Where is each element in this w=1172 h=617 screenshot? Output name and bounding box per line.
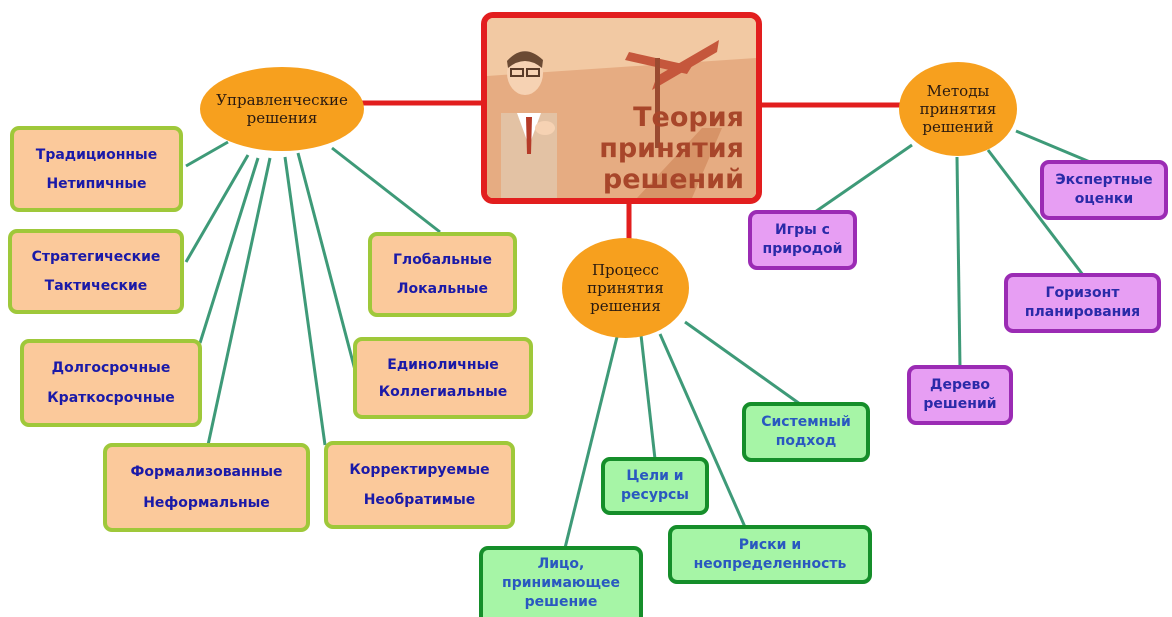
pair-top-label: Формализованные [130,464,283,481]
process-label: Цели и ресурсы [621,468,689,503]
pair-top-label: Глобальные [393,252,492,269]
pair-bottom-label: Неформальные [143,494,270,511]
process-decision-maker: Лицо, принимающее решение [479,546,643,617]
connector-tree [955,156,962,369]
process-risks-uncertainty: Риски и неопределенность [668,525,872,584]
connector-traditional [185,140,229,168]
process-label: Системный подход [761,414,851,449]
hub-management-label: Управленческие решения [216,91,348,127]
hub-management-decisions: Управленческие решения [200,67,364,151]
connector-strategic [184,154,250,263]
hub-decision-methods: Методы принятия решений [899,62,1017,156]
hub-methods-label: Методы принятия решений [919,82,997,136]
method-planning-horizon: Горизонт планирования [1004,273,1161,333]
connector-person [563,336,619,549]
central-topic-title: Теория принятия решений [599,102,744,195]
connector-formalized [206,157,272,446]
method-label: Горизонт планирования [1024,285,1141,320]
pair-bottom-label: Необратимые [363,492,476,508]
connector-games [814,143,913,214]
pair-bottom-label: Локальные [396,280,489,297]
method-label: Игры с природой [762,222,843,257]
process-goals-resources: Цели и ресурсы [601,457,709,515]
pair-global-local: Глобальные Локальные [368,232,517,317]
pair-bottom-label: Краткосрочные [47,390,175,406]
pair-longterm-shortterm: Долгосрочные Краткосрочные [20,339,202,427]
process-system-approach: Системный подход [742,402,870,462]
connector-global [331,146,441,234]
method-games-with-nature: Игры с природой [748,210,857,270]
connector-horizon [986,149,1085,276]
pair-traditional-atypical: Традиционные Нетипичные [10,126,183,212]
hub-decision-process: Процесс принятия решения [562,238,689,338]
pair-strategic-tactical: Стратегические Тактические [8,229,184,314]
method-label: Дерево решений [923,377,997,412]
process-label: Риски и неопределенность [693,536,847,572]
connector-sole [296,152,357,371]
pair-top-label: Корректируемые [349,462,490,478]
method-label: Экспертные оценки [1055,172,1153,207]
pair-top-label: Стратегические [31,249,161,266]
method-decision-tree: Дерево решений [907,365,1013,425]
connector-longterm [198,157,260,344]
pair-bottom-label: Тактические [44,277,148,294]
pair-top-label: Традиционные [35,146,158,163]
connector-expert [1015,129,1091,164]
pair-sole-collegial: Единоличные Коллегиальные [353,337,533,419]
pair-bottom-label: Нетипичные [46,175,147,192]
connector-adjustable [283,156,327,446]
method-expert-assessment: Экспертные оценки [1040,160,1168,220]
pair-bottom-label: Коллегиальные [378,383,508,400]
thinking-man-illustration [487,18,756,198]
hub-process-label: Процесс принятия решения [587,261,664,315]
connector-goals [639,334,657,460]
pair-top-label: Долгосрочные [51,360,171,376]
connector-system [684,320,801,406]
pair-adjustable-irreversible: Корректируемые Необратимые [324,441,515,529]
connector-risks [658,333,747,528]
process-label: Лицо, принимающее решение [502,556,620,610]
central-topic-card: Теория принятия решений [481,12,762,204]
pair-formalized-informal: Формализованные Неформальные [103,443,310,532]
pair-top-label: Единоличные [387,356,499,373]
